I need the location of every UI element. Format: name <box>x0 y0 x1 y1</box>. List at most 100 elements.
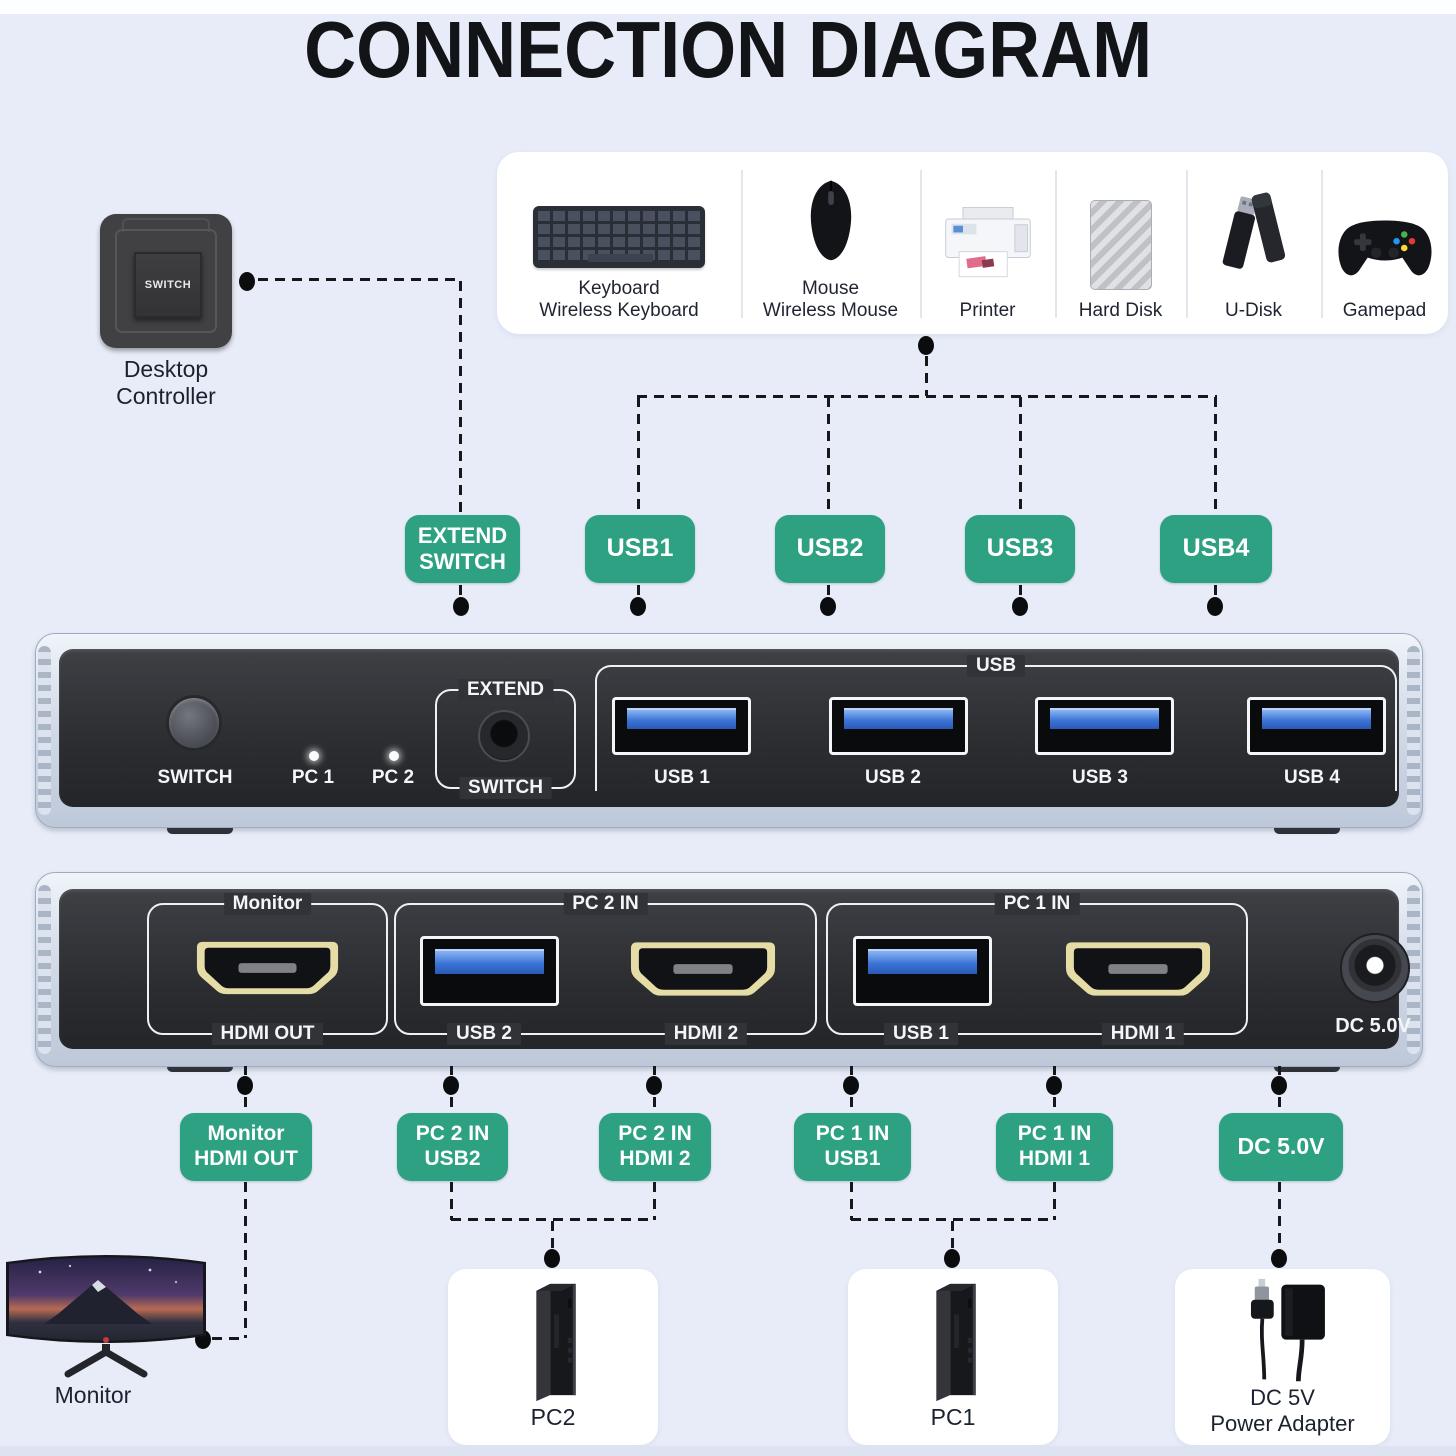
connector-line <box>637 397 640 513</box>
monitor-group-title: Monitor <box>223 893 312 915</box>
connector-line <box>1053 1182 1056 1220</box>
pc2-led <box>389 751 399 761</box>
pc2-label: PC2 <box>448 1404 658 1431</box>
connector-dot <box>237 1076 253 1095</box>
connector-dot <box>918 336 934 355</box>
usb4-port <box>1247 697 1386 755</box>
t1: PC 2 IN <box>618 1122 692 1146</box>
dc-port-label: DC 5.0V <box>1335 1015 1411 1037</box>
peripheral-u-disk: U-Disk <box>1186 152 1321 334</box>
connector-line <box>1278 1097 1281 1111</box>
hdmi-out-port <box>196 941 339 995</box>
usb1-port-label: USB 1 <box>654 767 710 788</box>
connector-line <box>1214 585 1217 596</box>
controller-notch <box>122 218 210 232</box>
connector-line <box>925 356 928 396</box>
power-adapter-icon <box>1250 1278 1325 1382</box>
hard-disk-label: Hard Disk <box>1078 300 1163 321</box>
connector-line <box>827 397 830 513</box>
connector-line <box>1214 397 1217 513</box>
t2: USB2 <box>424 1147 481 1170</box>
page-title: CONNECTION DIAGRAM <box>304 5 1152 94</box>
peripheral-printer: Printer <box>920 152 1055 334</box>
back-face: Monitor HDMI OUT PC 2 IN USB 2 HDMI 2 PC <box>59 889 1411 1049</box>
pc2-in-title: PC 2 IN <box>563 893 648 915</box>
connector-line <box>450 1097 453 1111</box>
desktop-controller-label: Desktop Controller <box>50 356 282 410</box>
monitor-icon <box>6 1255 206 1378</box>
monitor-label: Monitor <box>13 1382 173 1409</box>
connector-line <box>212 1337 246 1340</box>
usb2-in-port <box>420 936 559 1006</box>
pc1-led-label: PC 1 <box>291 767 335 788</box>
connector-line <box>653 1097 656 1111</box>
t1: Monitor <box>207 1122 285 1146</box>
connector-line <box>459 585 462 596</box>
t2: HDMI 1 <box>1018 1147 1091 1170</box>
usb4-port-label: USB 4 <box>1284 767 1340 788</box>
connector-line <box>1019 585 1022 596</box>
dc-power-jack <box>1340 933 1410 1003</box>
mouse-icon <box>802 177 860 268</box>
connector-line <box>450 1182 453 1220</box>
hard-disk-icon <box>1089 200 1152 290</box>
usb2-port-label: USB 2 <box>865 767 921 788</box>
connector-line <box>637 395 1217 398</box>
connector-line <box>244 1182 247 1338</box>
connector-dot <box>453 597 469 616</box>
pc1-text: PC1 <box>930 1404 976 1430</box>
printer-label: Printer <box>959 300 1016 321</box>
connector-line <box>451 1218 655 1221</box>
connector-line <box>850 1066 853 1075</box>
extend-switch-bracket: EXTEND SWITCH <box>435 679 576 799</box>
pc1-label: PC1 <box>848 1404 1058 1431</box>
front-face: SWITCH PC 1 PC 2 EXTEND SWITCH USB USB 1… <box>59 649 1399 807</box>
hdmi2-in-label: HDMI 2 <box>664 1023 748 1045</box>
connector-dot <box>843 1076 859 1095</box>
switch-button-label: SWITCH <box>157 767 233 788</box>
extend-line2: SWITCH <box>419 549 506 574</box>
connector-dot <box>944 1249 960 1268</box>
pc2-card: PC2 <box>448 1269 658 1445</box>
t2: HDMI 2 <box>619 1147 691 1170</box>
pc2-in-group-bracket: PC 2 IN USB 2 HDMI 2 <box>394 893 817 1045</box>
t1: PC 1 IN <box>1017 1122 1092 1146</box>
label-usb3: USB3 <box>965 515 1075 583</box>
pc1-led <box>309 751 319 761</box>
kvm-back-panel: Monitor HDMI OUT PC 2 IN USB 2 HDMI 2 PC <box>35 872 1423 1067</box>
peripheral-hard-disk: Hard Disk <box>1055 152 1186 334</box>
controller-switch-button: SWITCH <box>134 252 202 318</box>
connector-line <box>653 1066 656 1075</box>
usb-group-label: USB <box>966 655 1026 677</box>
gamepad-icon <box>1333 209 1437 290</box>
connector-line <box>1278 1182 1281 1250</box>
connector-dot <box>544 1249 560 1268</box>
extend-line1: EXTEND <box>417 523 508 549</box>
label-usb2: USB2 <box>775 515 885 583</box>
connector-line <box>551 1221 554 1250</box>
kvm-front-panel: SWITCH PC 1 PC 2 EXTEND SWITCH USB USB 1… <box>35 633 1423 828</box>
pc1-in-title: PC 1 IN <box>994 893 1080 915</box>
connector-line <box>459 281 462 513</box>
hdmi-out-label: HDMI OUT <box>211 1023 324 1045</box>
desktop-controller-icon: SWITCH <box>100 214 232 348</box>
power-adapter-card: DC 5V Power Adapter <box>1175 1269 1390 1445</box>
monitor-text: Monitor <box>54 1382 132 1408</box>
keyboard-label: Keyboard <box>578 278 660 299</box>
controller-label-line2: Controller <box>116 383 216 409</box>
pc-tower-icon <box>936 1283 976 1402</box>
connector-dot <box>1012 597 1028 616</box>
connector-dot <box>630 597 646 616</box>
extend-bracket-top-label: EXTEND <box>457 679 554 701</box>
adapter-line2: Power Adapter <box>1210 1411 1355 1436</box>
controller-label-line1: Desktop <box>123 356 209 382</box>
label-usb4: USB4 <box>1160 515 1272 583</box>
pc2-led-label: PC 2 <box>371 767 415 788</box>
connector-dot <box>239 272 255 291</box>
usb2-in-label: USB 2 <box>447 1023 521 1045</box>
connector-line <box>850 1182 853 1220</box>
